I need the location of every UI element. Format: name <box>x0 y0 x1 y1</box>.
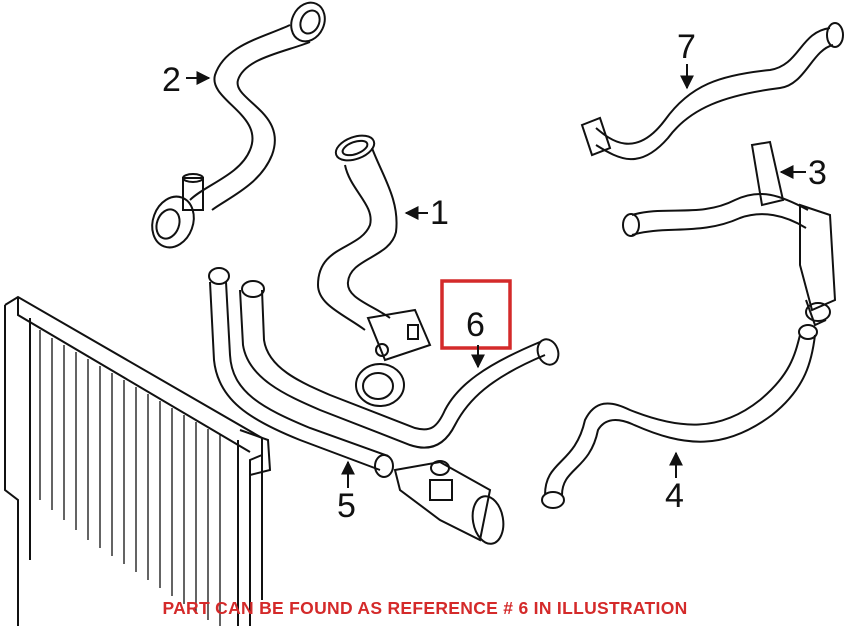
callout-4-label: 4 <box>665 477 684 515</box>
callout-5-label: 5 <box>337 487 356 525</box>
radiator <box>4 295 272 626</box>
callout-4: 4 <box>665 451 684 515</box>
callout-1-label: 1 <box>430 194 449 232</box>
highlight-box <box>440 279 512 350</box>
pipe-5 <box>208 267 505 545</box>
hose-7 <box>580 22 844 161</box>
callout-2-label: 2 <box>162 61 181 99</box>
callout-3: 3 <box>779 154 827 192</box>
callout-7-label: 7 <box>677 28 696 66</box>
hose-6 <box>239 280 560 449</box>
callout-6: 6 <box>440 279 512 369</box>
hose-2 <box>151 1 326 249</box>
callout-1: 1 <box>404 194 449 232</box>
callout-7: 7 <box>677 28 696 90</box>
callout-2: 2 <box>162 61 211 99</box>
reference-caption: PART CAN BE FOUND AS REFERENCE # 6 IN IL… <box>162 598 688 618</box>
callout-6-label: 6 <box>466 306 485 344</box>
hose-1 <box>316 134 432 407</box>
hose-3 <box>622 140 837 327</box>
callout-3-label: 3 <box>808 154 827 192</box>
hose-4 <box>541 324 818 509</box>
callout-5: 5 <box>337 460 356 525</box>
